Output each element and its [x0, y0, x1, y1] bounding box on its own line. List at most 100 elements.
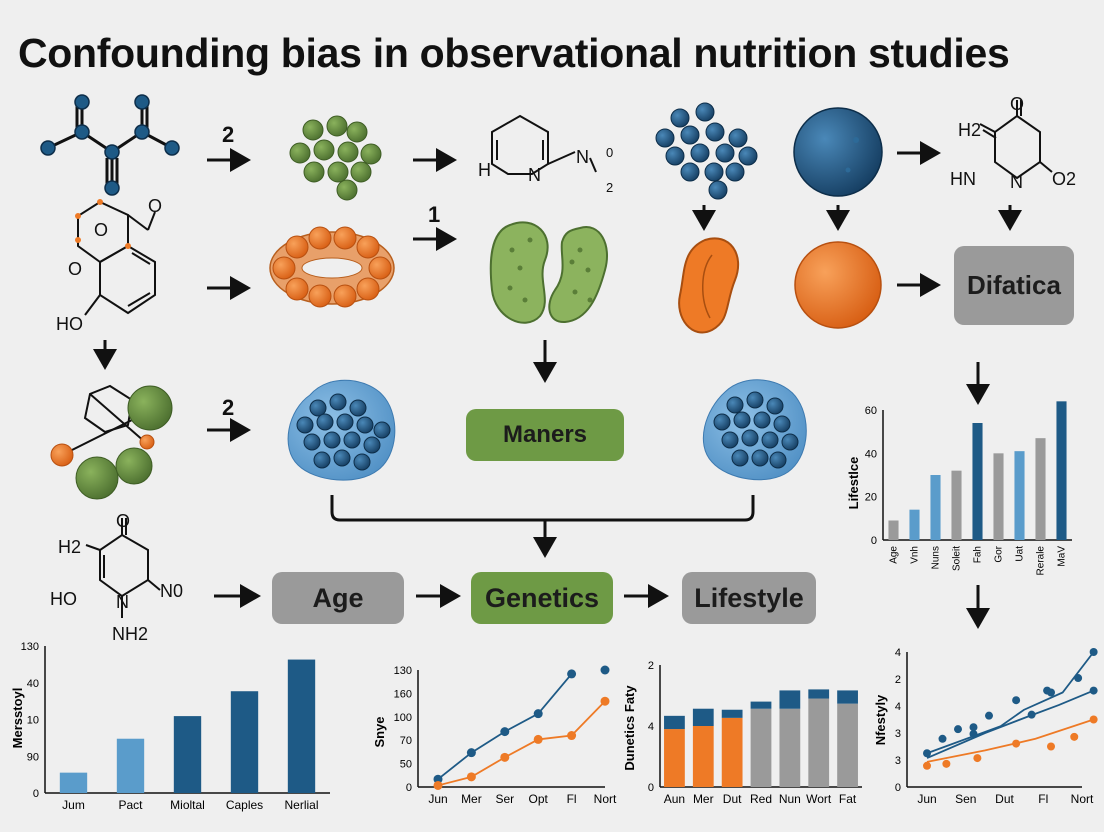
data-point: [1043, 686, 1052, 695]
y-tick-label: 10: [27, 715, 39, 727]
data-point: [1012, 739, 1021, 748]
y-tick-label: 0: [871, 535, 877, 547]
x-tick-label: Uat: [1015, 546, 1026, 562]
data-point: [1047, 742, 1055, 751]
age-box: Age: [272, 572, 404, 624]
y-tick-label: 3: [895, 755, 901, 767]
bar-segment: [664, 715, 685, 730]
flow-arrows: [93, 141, 1022, 629]
x-tick-label: Mer: [461, 792, 482, 806]
bar: [951, 470, 962, 540]
x-tick-label: Fah: [973, 546, 984, 563]
x-tick-label: Dut: [995, 792, 1014, 806]
atom-label: O: [148, 196, 162, 216]
y-tick-label: 3: [895, 728, 901, 740]
step-label: 1: [428, 202, 440, 227]
x-tick-label: Nort: [594, 792, 617, 806]
data-point: [969, 729, 978, 738]
y-tick-label: 2: [648, 660, 654, 672]
bar-segment: [664, 729, 685, 787]
atom-label: 2: [606, 180, 613, 195]
lifestyle-box: Lifestyle: [682, 572, 816, 624]
bar: [1056, 401, 1067, 540]
x-tick-label: Red: [750, 792, 772, 806]
bar-segment: [692, 708, 714, 726]
data-point: [533, 734, 543, 744]
y-tick-label: 130: [394, 665, 412, 677]
bar-segment: [779, 690, 801, 709]
series-line: [437, 700, 606, 787]
y-tick-label: 0: [33, 788, 39, 800]
bar-segment: [837, 690, 858, 704]
pyridine-molecule-icon: [491, 114, 597, 175]
data-point: [973, 754, 982, 763]
y-tick-label: 2: [895, 674, 901, 686]
orange-sphere-icon: [794, 241, 882, 329]
bar: [1035, 438, 1046, 540]
data-point: [1089, 715, 1098, 724]
branched-molecule-icon: [40, 94, 180, 196]
x-tick-label: Jum: [62, 798, 85, 812]
y-tick-label: 90: [27, 751, 39, 763]
y-tick-label: 50: [400, 759, 412, 771]
y-tick-label: 4: [648, 721, 654, 733]
x-tick-label: Mer: [693, 792, 714, 806]
atom-label: N0: [160, 581, 183, 601]
atom-label: O: [94, 220, 108, 240]
fit-line: [926, 718, 1094, 763]
x-tick-label: Caples: [226, 798, 263, 812]
data-point: [500, 727, 510, 737]
blue-sphere-icon: [793, 107, 883, 197]
merge-bracket: [330, 495, 755, 522]
x-tick-label: Fat: [839, 792, 857, 806]
bar: [116, 738, 145, 793]
x-tick-label: Opt: [529, 792, 549, 806]
data-point: [466, 748, 476, 758]
data-point: [1089, 686, 1098, 695]
data-point: [600, 696, 610, 706]
data-point: [938, 734, 947, 743]
data-point: [433, 774, 443, 784]
atom-label: HO: [56, 314, 83, 334]
bar-segment: [692, 726, 714, 787]
bar-segment: [808, 698, 830, 787]
bar-segment: [721, 717, 743, 787]
bar: [909, 509, 920, 540]
atom-label: HO: [50, 589, 77, 609]
atom-label: N: [576, 147, 589, 167]
atom-label: O: [1010, 94, 1024, 114]
y-tick-label: 20: [865, 492, 877, 504]
data-point: [466, 772, 476, 782]
x-tick-label: Jun: [917, 792, 936, 806]
bar: [230, 691, 259, 793]
series-line: [437, 673, 573, 780]
atom-label: O2: [1052, 169, 1076, 189]
data-point: [985, 711, 993, 720]
bar: [972, 423, 983, 540]
x-tick-label: Nun: [779, 792, 801, 806]
x-tick-label: Fl: [567, 792, 577, 806]
y-axis-label: Dunetics Faty: [622, 685, 637, 771]
data-point: [433, 780, 443, 790]
atom-label: O: [116, 511, 130, 531]
bar: [888, 520, 899, 540]
fit-line: [926, 689, 1094, 759]
page-title: Confounding bias in observational nutrit…: [18, 30, 1010, 76]
data-point: [533, 709, 543, 719]
y-tick-label: 130: [21, 641, 39, 653]
data-point: [500, 752, 510, 762]
x-tick-label: Soleit: [952, 546, 963, 571]
green-cluster-icon: [289, 115, 382, 201]
x-tick-label: Pact: [118, 798, 143, 812]
x-tick-label: Ser: [495, 792, 514, 806]
bar: [287, 659, 316, 793]
x-tick-label: Aun: [664, 792, 685, 806]
x-tick-label: Nerlial: [284, 798, 318, 812]
y-tick-label: 4: [895, 701, 901, 713]
x-tick-label: Gor: [994, 545, 1005, 562]
x-tick-label: Mioltal: [170, 798, 205, 812]
